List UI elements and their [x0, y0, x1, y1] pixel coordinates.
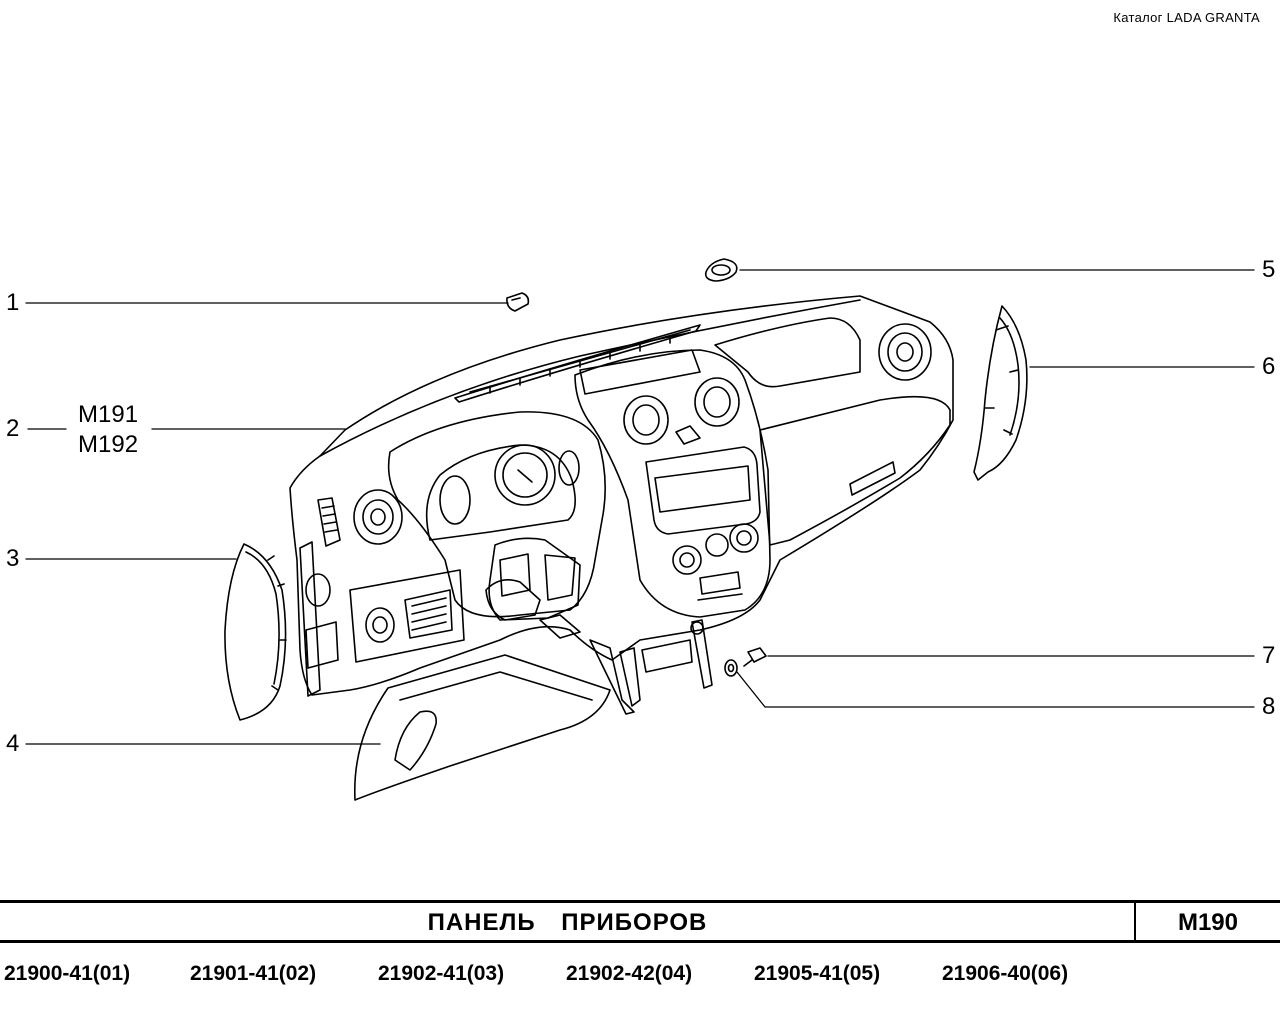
title-divider [1134, 903, 1136, 940]
model-item: 21900-41(01) [4, 962, 131, 985]
part-1-clip [506, 292, 530, 312]
part-4-lower-trim [353, 654, 611, 801]
ref-m191[interactable]: M191 [78, 401, 139, 428]
model-item: 21902-42(04) [566, 962, 693, 985]
callout-3: 3 [6, 545, 20, 572]
ref-m192[interactable]: M192 [78, 431, 139, 458]
dashboard-exploded-drawing [25, 258, 1255, 801]
page-title: ПАНЕЛЬ ПРИБОРОВ [427, 909, 708, 936]
part-5-grommet [704, 258, 738, 282]
callout-2: 2 [6, 415, 20, 442]
instrument-panel [289, 295, 954, 715]
callout-4: 4 [6, 730, 20, 757]
model-item: 21902-41(03) [378, 962, 505, 985]
model-list: 21900-41(01) 21901-41(02) 21902-41(03) 2… [0, 962, 1280, 992]
callout-7: 7 [1262, 642, 1276, 669]
page-code: M190 [1177, 909, 1239, 936]
part-7-bolt [743, 647, 767, 667]
part-3-left-end-cap [224, 543, 287, 721]
model-item: 21906-40(06) [942, 962, 1069, 985]
catalog-header: Каталог LADA GRANTA [1113, 10, 1260, 25]
leader-lines [25, 269, 1255, 745]
title-block: ПАНЕЛЬ ПРИБОРОВ M190 [0, 900, 1280, 943]
model-item: 21901-41(02) [190, 962, 317, 985]
part-8-washer [724, 659, 738, 677]
callout-8: 8 [1262, 693, 1276, 720]
model-item: 21905-41(05) [754, 962, 881, 985]
callout-5: 5 [1262, 256, 1276, 283]
part-6-right-end-cap [973, 305, 1028, 481]
callout-6: 6 [1262, 353, 1276, 380]
callout-1: 1 [6, 289, 20, 316]
